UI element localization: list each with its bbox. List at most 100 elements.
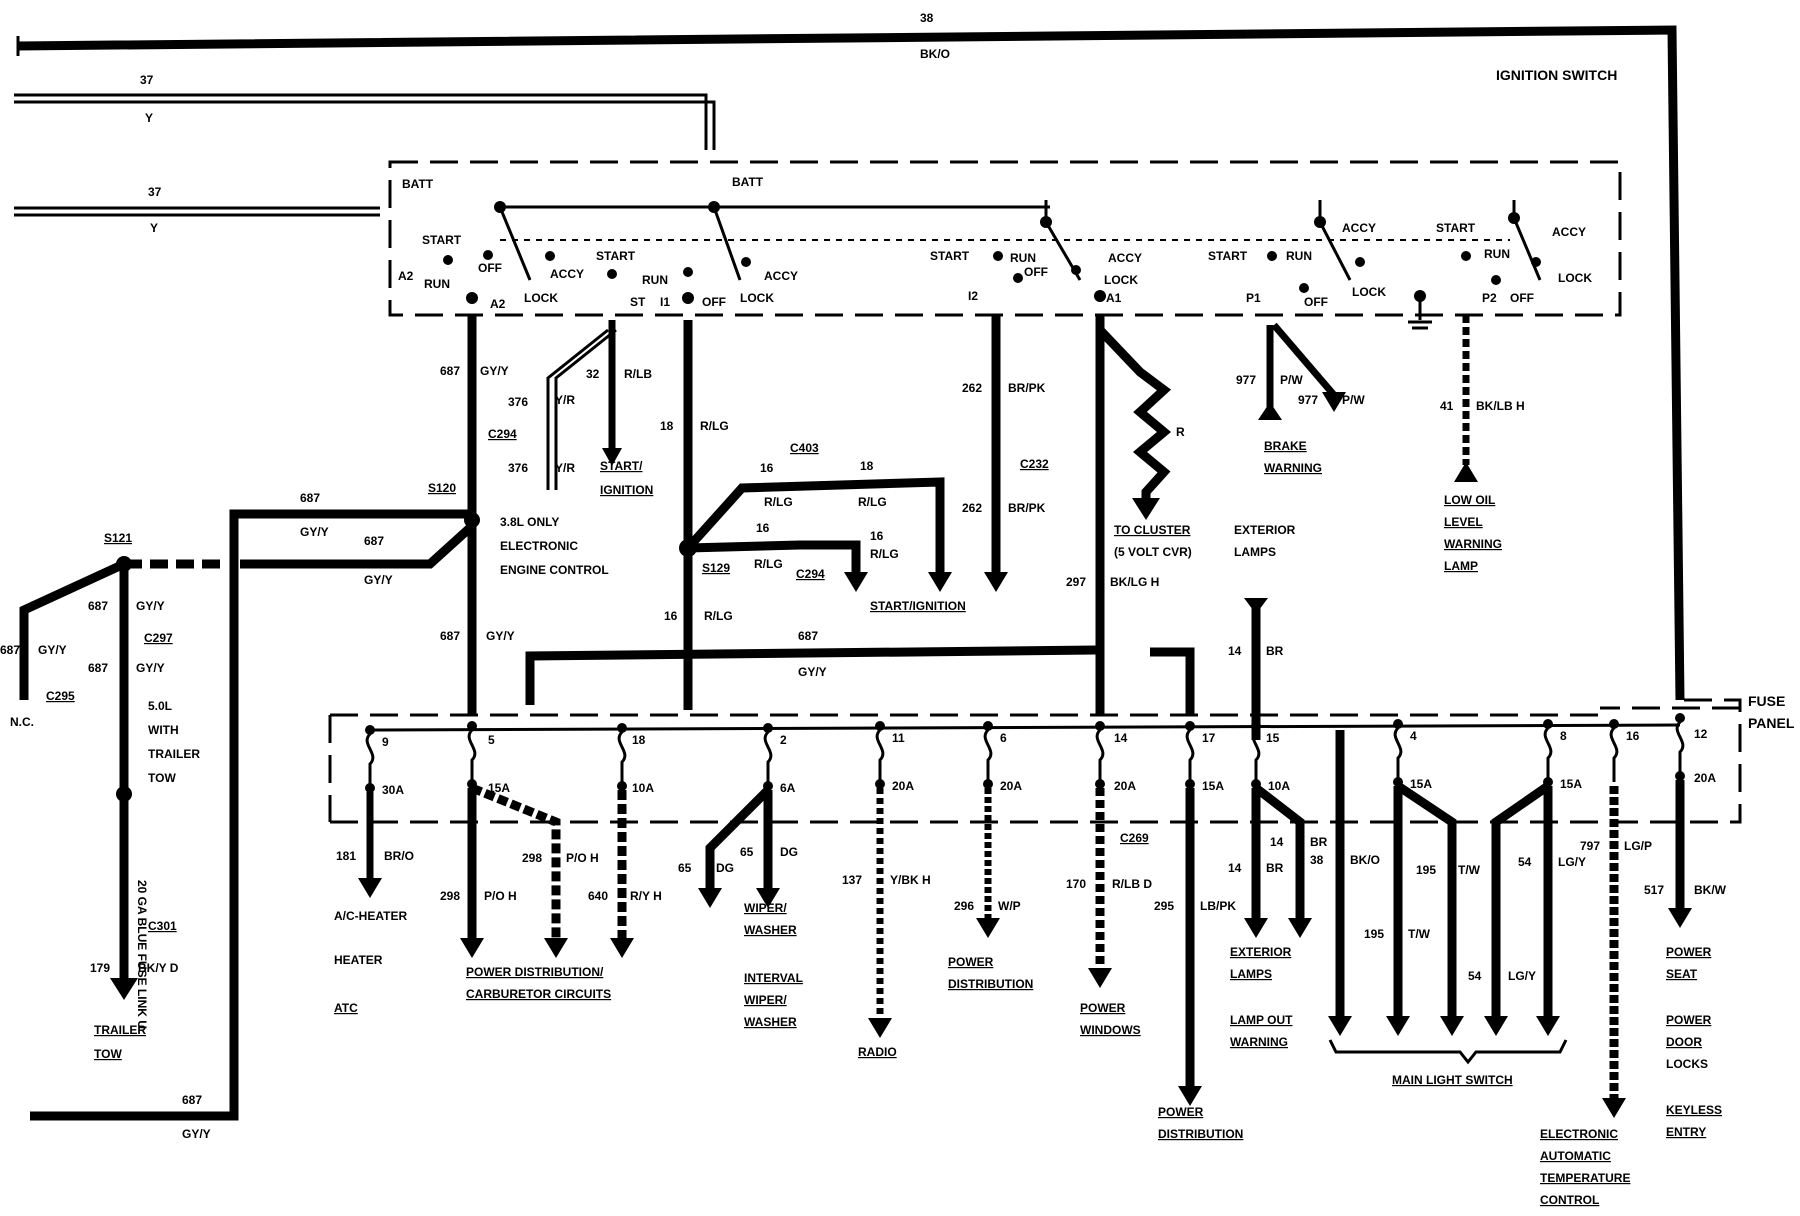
switch-contacts bbox=[443, 200, 1542, 330]
wire-37b-color: Y bbox=[150, 221, 158, 235]
power-seat-line1: POWER bbox=[1666, 945, 1712, 959]
power-dist-carb-line2: CARBURETOR CIRCUITS bbox=[466, 987, 611, 1001]
power-seat-line2: SEAT bbox=[1666, 967, 1698, 981]
fuse-2-num: 2 bbox=[780, 733, 787, 747]
wire-38b-color: BK/O bbox=[1350, 853, 1380, 867]
wire-687e-num: 687 bbox=[182, 1093, 202, 1107]
main-light-switch-label: MAIN LIGHT SWITCH bbox=[1392, 1073, 1513, 1087]
lock-label-2: LOCK bbox=[740, 291, 774, 305]
fuse-8-num: 8 bbox=[1560, 729, 1567, 743]
top-wire-37-a: 37 Y bbox=[14, 73, 716, 150]
engine-control-line2: ELECTRONIC bbox=[500, 539, 578, 553]
off-label-1: OFF bbox=[478, 261, 502, 275]
trailer-text-line1: 5.0L bbox=[148, 699, 172, 713]
p1-label: P1 bbox=[1246, 291, 1261, 305]
low-oil-line4: LAMP bbox=[1444, 559, 1478, 573]
trailer-tow-line1: TRAILER bbox=[94, 1023, 146, 1037]
wire-298b-num: 298 bbox=[522, 851, 542, 865]
wire-640-color: R/Y H bbox=[630, 889, 662, 903]
off-label-3: OFF bbox=[1024, 265, 1048, 279]
fuse-9-amp: 30A bbox=[382, 783, 404, 797]
fuse-12-num: 12 bbox=[1694, 727, 1708, 741]
wire-687c-num: 687 bbox=[364, 534, 384, 548]
exterior-lamps-top-line2: LAMPS bbox=[1234, 545, 1276, 559]
wire-16d-color: R/LG bbox=[870, 547, 899, 561]
off-label-2: OFF bbox=[702, 295, 726, 309]
accy-label-5: ACCY bbox=[1552, 225, 1586, 239]
heater-label: HEATER bbox=[334, 953, 383, 967]
wire-181-color: BR/O bbox=[384, 849, 414, 863]
fuse-5: 5 15A bbox=[467, 721, 510, 795]
run-label-4: RUN bbox=[1286, 249, 1312, 263]
connector-c297: C297 bbox=[144, 631, 173, 645]
wire-38-number: 38 bbox=[920, 11, 934, 25]
nc-label: N.C. bbox=[10, 715, 34, 729]
wire-16b-num: 16 bbox=[760, 461, 774, 475]
wire-297-color: BK/LG H bbox=[1110, 575, 1159, 589]
wire-195-color: T/W bbox=[1458, 863, 1481, 877]
fuse-4-num: 4 bbox=[1410, 729, 1417, 743]
a2-label-1: A2 bbox=[398, 269, 414, 283]
wire-687c-color: GY/Y bbox=[364, 573, 393, 587]
wire-65-color: DG bbox=[716, 861, 734, 875]
fuse-9-num: 9 bbox=[382, 735, 389, 749]
connector-c294-b: C294 bbox=[796, 567, 825, 581]
wire-298b-color: P/O H bbox=[566, 851, 599, 865]
connector-c294-a: C294 bbox=[488, 427, 517, 441]
wire-687f-color: GY/Y bbox=[798, 665, 827, 679]
wire-179-num: 179 bbox=[90, 961, 110, 975]
wire-376-color: Y/R bbox=[555, 393, 575, 407]
fuse-5-amp: 15A bbox=[488, 781, 510, 795]
r-label: R bbox=[1176, 425, 1185, 439]
fuse-8: 8 15A bbox=[1543, 719, 1582, 791]
atc-label: ATC bbox=[334, 1001, 358, 1015]
fuse-18-amp: 10A bbox=[632, 781, 654, 795]
wire-16b-color: R/LG bbox=[764, 495, 793, 509]
wire-687b-color: GY/Y bbox=[300, 525, 329, 539]
wiper-washer-line2: WASHER bbox=[744, 923, 797, 937]
wire-295-num: 295 bbox=[1154, 899, 1174, 913]
top-wire-37-b: 37 Y bbox=[14, 185, 380, 235]
fuse-11-amp: 20A bbox=[892, 779, 914, 793]
accy-label-2: ACCY bbox=[764, 269, 798, 283]
wire-977-color: P/W bbox=[1280, 373, 1303, 387]
wire-170-num: 170 bbox=[1066, 877, 1086, 891]
wire-977b-color: P/W bbox=[1342, 393, 1365, 407]
fuse-2: 2 6A bbox=[763, 723, 796, 795]
wire-977-num: 977 bbox=[1236, 373, 1256, 387]
wire-687-color: GY/Y bbox=[480, 364, 509, 378]
start-label-3: START bbox=[930, 249, 970, 263]
power-windows-line2: WINDOWS bbox=[1080, 1023, 1141, 1037]
wire-376-num-2: 376 bbox=[508, 461, 528, 475]
wire-14-num: 14 bbox=[1228, 644, 1242, 658]
wire-797-color: LG/P bbox=[1624, 839, 1652, 853]
off-label-4: OFF bbox=[1304, 295, 1328, 309]
wire-687i-num: 687 bbox=[0, 643, 20, 657]
wire-687g-color: GY/Y bbox=[136, 599, 165, 613]
wire-262-num: 262 bbox=[962, 381, 982, 395]
wire-797-num: 797 bbox=[1580, 839, 1600, 853]
wire-18b-num: 18 bbox=[860, 459, 874, 473]
fuse-5-num: 5 bbox=[488, 733, 495, 747]
top-wire-38: 38 BK/O bbox=[16, 11, 1685, 701]
wire-687f-num: 687 bbox=[798, 629, 818, 643]
wire-195b-num: 195 bbox=[1364, 927, 1384, 941]
wire-65b-color: DG bbox=[780, 845, 798, 859]
power-dist2-line2: DISTRIBUTION bbox=[1158, 1127, 1243, 1141]
interval-wiper-line1: INTERVAL bbox=[744, 971, 803, 985]
to-cluster-line2: (5 VOLT CVR) bbox=[1114, 545, 1192, 559]
power-dist1-line2: DISTRIBUTION bbox=[948, 977, 1033, 991]
exterior-lamps-line1: EXTERIOR bbox=[1230, 945, 1292, 959]
wire-640-num: 640 bbox=[588, 889, 608, 903]
p2-label: P2 bbox=[1482, 291, 1497, 305]
wire-37a-number: 37 bbox=[140, 73, 154, 87]
wire-687d-color: GY/Y bbox=[486, 629, 515, 643]
fuse-4: 4 15A bbox=[1393, 719, 1432, 791]
power-door-line2: DOOR bbox=[1666, 1035, 1702, 1049]
low-oil-line3: WARNING bbox=[1444, 537, 1502, 551]
fuse-2-amp: 6A bbox=[780, 781, 796, 795]
fuse-8-amp: 15A bbox=[1560, 777, 1582, 791]
i1-label: I1 bbox=[660, 295, 670, 309]
wire-170-color: R/LB D bbox=[1112, 877, 1152, 891]
